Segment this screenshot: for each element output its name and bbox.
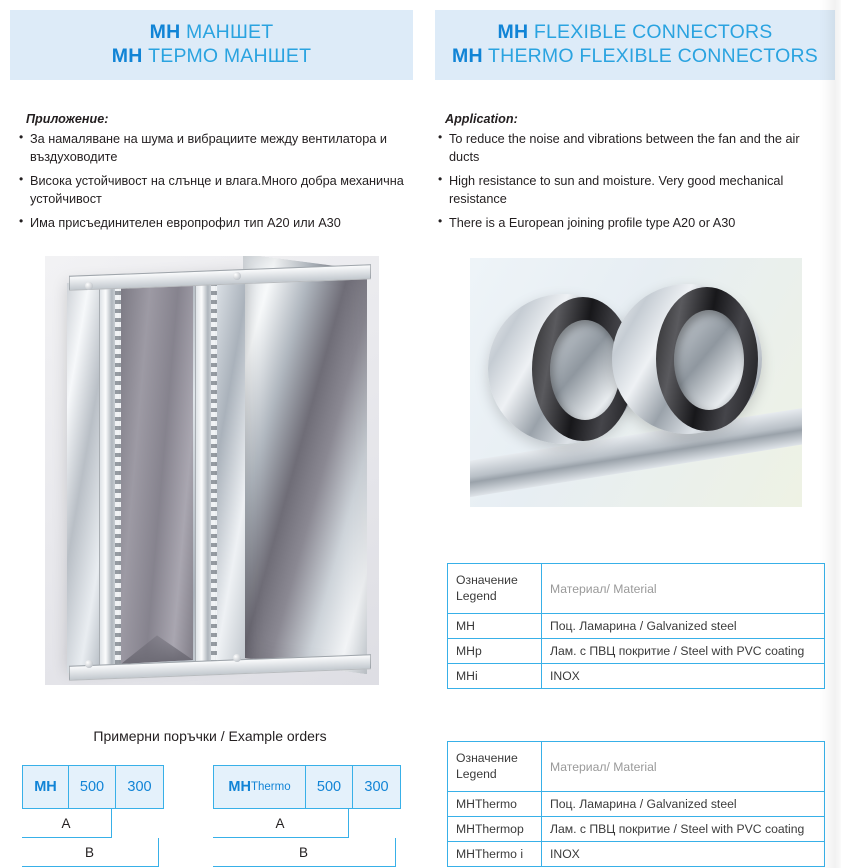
cell-material: Поц. Ламарина / Galvanized steel — [541, 791, 825, 818]
round-connectors-photo — [470, 258, 802, 507]
connector-side-panel — [243, 256, 367, 675]
table-row: MHp Лам. с ПВЦ покритие / Steel with PVC… — [447, 638, 825, 665]
banner-right-line-1: MH FLEXIBLE CONNECTORS — [498, 21, 773, 45]
ring-bore — [550, 320, 620, 420]
table-row: MH Поц. Ламарина / Galvanized steel — [447, 613, 825, 640]
leader-label-b: B — [84, 845, 94, 860]
connector-bolt — [233, 272, 241, 280]
list-item: To reduce the noise and vibrations betwe… — [437, 129, 829, 166]
cell-material: INOX — [541, 663, 825, 690]
order-cell-dimension-b: 300 — [127, 779, 152, 795]
round-connector-right — [612, 284, 762, 434]
list-item: Има присъединителен европрофил тип А20 и… — [18, 213, 413, 232]
order-model-code: MH — [228, 779, 251, 795]
column-header-legend: Означение Legend — [447, 740, 542, 793]
application-title: Application: — [445, 112, 518, 126]
cell-material: Поц. Ламарина / Galvanized steel — [541, 613, 825, 640]
list-item: High resistance to sun and moisture. Ver… — [437, 171, 829, 208]
application-bullet-list: To reduce the noise and vibrations betwe… — [437, 129, 829, 232]
legend-table-mhthermo: Означение Legend Материал/ Material MHTh… — [447, 740, 825, 868]
example-order-mh: MH 500 300 A B — [22, 765, 164, 867]
product-name: ТЕРМО МАНШЕТ — [142, 45, 312, 67]
order-model-code: MH — [34, 779, 57, 795]
connector-bolt — [233, 654, 241, 662]
order-code-boxes: MH 500 300 — [22, 765, 164, 809]
cell-code: MHThermo — [447, 791, 542, 818]
cell-code: MHi — [447, 663, 542, 690]
cell-code: MH — [447, 613, 542, 640]
cell-material: INOX — [541, 841, 825, 868]
banner-left-line-1: MH МАНШЕТ — [150, 21, 274, 45]
order-cell-dimension-a: 500 — [69, 766, 116, 808]
connector-perforation-left — [115, 281, 121, 667]
list-item: There is a European joining profile type… — [437, 213, 829, 232]
application-block-bulgarian: Приложение: За намаляване на шума и вибр… — [18, 112, 413, 238]
banner-english: MH FLEXIBLE CONNECTORS MH THERMO FLEXIBL… — [435, 10, 835, 80]
banner-bulgarian: MH МАНШЕТ MH ТЕРМО МАНШЕТ — [10, 10, 413, 80]
rectangular-connector-photo — [45, 256, 379, 685]
example-orders-title: Примерни поръчки / Example orders — [93, 728, 327, 744]
application-bullet-list: За намаляване на шума и вибрациите между… — [18, 129, 413, 232]
column-header-material: Материал/ Material — [541, 562, 825, 615]
order-cell-model: MH — [23, 766, 69, 808]
product-name: FLEXIBLE CONNECTORS — [528, 21, 773, 44]
order-model-suffix: Thermo — [250, 781, 291, 793]
table-row: MHThermo i INOX — [447, 841, 825, 868]
order-cell-dimension-b: 300 — [364, 779, 389, 795]
table-header-row: Означение Legend Материал/ Material — [447, 740, 825, 793]
connector-bolt — [85, 282, 93, 290]
product-name: THERMO FLEXIBLE CONNECTORS — [482, 45, 818, 67]
leader-label-a: A — [275, 816, 285, 831]
list-item: За намаляване на шума и вибрациите между… — [18, 129, 413, 166]
product-code: MH — [111, 45, 143, 67]
application-block-english: Application: To reduce the noise and vib… — [437, 112, 829, 238]
product-code: MH — [149, 21, 181, 44]
cell-code: MHp — [447, 638, 542, 665]
leader-line-a — [22, 809, 112, 838]
ring-bore — [674, 310, 744, 410]
cell-material: Лам. с ПВЦ покритие / Steel with PVC coa… — [541, 638, 825, 665]
leader-line-b — [22, 838, 159, 867]
application-title: Приложение: — [26, 112, 109, 126]
column-header-material: Материал/ Material — [541, 740, 825, 793]
table-row: MHThermop Лам. с ПВЦ покритие / Steel wi… — [447, 816, 825, 843]
cell-material: Лам. с ПВЦ покритие / Steel with PVC coa… — [541, 816, 825, 843]
leader-line-b — [213, 838, 396, 867]
column-header-legend: Означение Legend — [447, 562, 542, 615]
leader-label-a: A — [61, 816, 71, 831]
list-item: Висока устойчивост на слънце и влага.Мно… — [18, 171, 413, 208]
table-header-row: Означение Legend Материал/ Material — [447, 562, 825, 615]
product-code: MH — [452, 45, 483, 67]
table-row: MHThermo Поц. Ламарина / Galvanized stee… — [447, 791, 825, 818]
leader-line-a — [213, 809, 349, 838]
connector-bolt — [85, 660, 93, 668]
order-cell-dimension-a: 500 — [306, 766, 353, 808]
banner-left-line-2: MH ТЕРМО МАНШЕТ — [112, 45, 311, 69]
connector-perforation-right — [211, 281, 217, 667]
product-name: МАНШЕТ — [180, 21, 274, 44]
banner-right-line-2: MH THERMO FLEXIBLE CONNECTORS — [452, 45, 818, 69]
connector-fabric — [121, 279, 193, 665]
table-row: MHi INOX — [447, 663, 825, 690]
cell-code: MHThermop — [447, 816, 542, 843]
cell-code: MHThermo i — [447, 841, 542, 868]
leader-label-b: B — [298, 845, 308, 860]
product-code: MH — [497, 21, 529, 44]
legend-table-mh: Означение Legend Материал/ Material MH П… — [447, 562, 825, 690]
rectangular-connector-illustration — [45, 256, 379, 685]
